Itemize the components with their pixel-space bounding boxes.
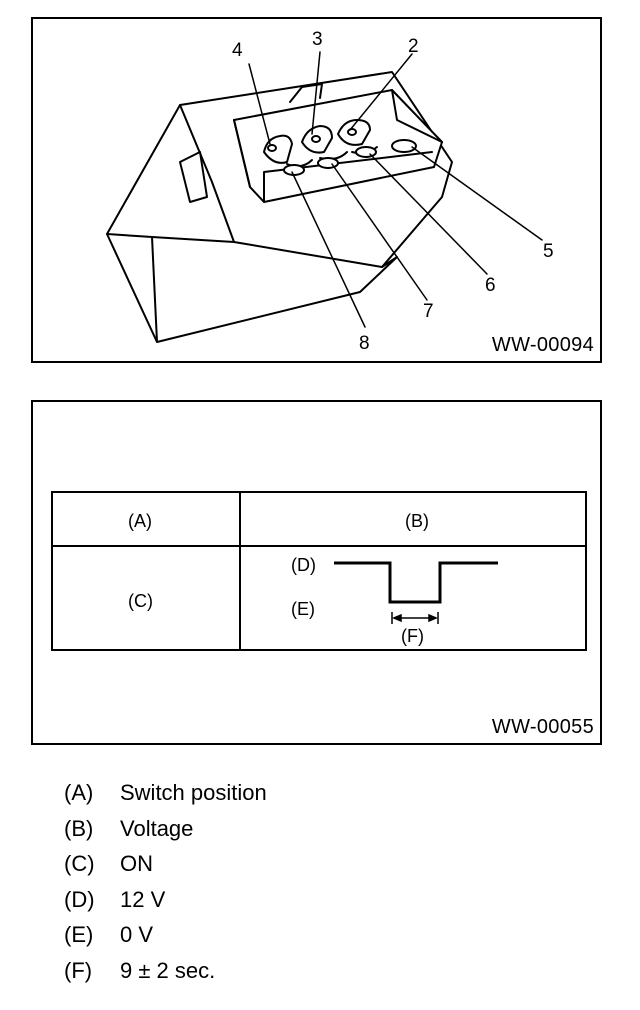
legend-key: (F) <box>64 957 93 983</box>
pulse-waveform <box>334 561 498 604</box>
pin-label: 7 <box>423 301 434 322</box>
pin-label: 2 <box>408 36 419 57</box>
figure-code: WW-00094 <box>491 334 594 356</box>
figure-code: WW-00055 <box>491 716 594 738</box>
label-f: (F) <box>401 626 424 646</box>
legend-key: (A) <box>64 780 94 805</box>
legend-key: (B) <box>64 815 94 841</box>
label-d: (D) <box>291 555 316 575</box>
legend-value: Voltage <box>120 815 194 841</box>
legend-row: (F) 9 ± 2 sec. <box>64 958 464 994</box>
legend-value: Switch position <box>120 780 267 805</box>
legend: (A) Switch position (B) Voltage (C) ON (… <box>64 780 464 993</box>
legend-value: 0 V <box>120 922 154 947</box>
connector-figure-panel: 4 3 2 5 6 7 8 WW-00094 <box>31 17 602 363</box>
header-b: (B) <box>405 511 429 531</box>
voltage-table-lines <box>51 491 587 651</box>
header-a: (A) <box>128 511 152 531</box>
pin-label: 4 <box>232 40 243 61</box>
legend-key: (D) <box>64 886 95 912</box>
legend-row: (B) Voltage <box>64 816 464 852</box>
legend-value: 12 V <box>120 886 166 912</box>
pin-label: 5 <box>543 241 554 262</box>
legend-row: (C) ON <box>64 851 464 887</box>
label-e: (E) <box>291 599 315 619</box>
legend-row: (E) 0 V <box>64 922 464 958</box>
row-c-label: (C) <box>128 591 153 611</box>
pin-label: 3 <box>312 29 323 50</box>
voltage-table-panel: (A) (B) (C) (D) (E) (F) WW-00055 <box>31 400 602 745</box>
legend-value: 9 ± 2 sec. <box>120 957 216 983</box>
legend-key: (E) <box>64 922 94 947</box>
duration-arrow <box>391 612 439 624</box>
pin-label: 8 <box>359 333 370 354</box>
legend-row: (A) Switch position <box>64 780 464 816</box>
pin-label: 6 <box>485 275 496 296</box>
legend-key: (C) <box>64 851 95 876</box>
legend-row: (D) 12 V <box>64 887 464 923</box>
connector-drawing <box>106 51 543 343</box>
legend-value: ON <box>120 851 153 876</box>
